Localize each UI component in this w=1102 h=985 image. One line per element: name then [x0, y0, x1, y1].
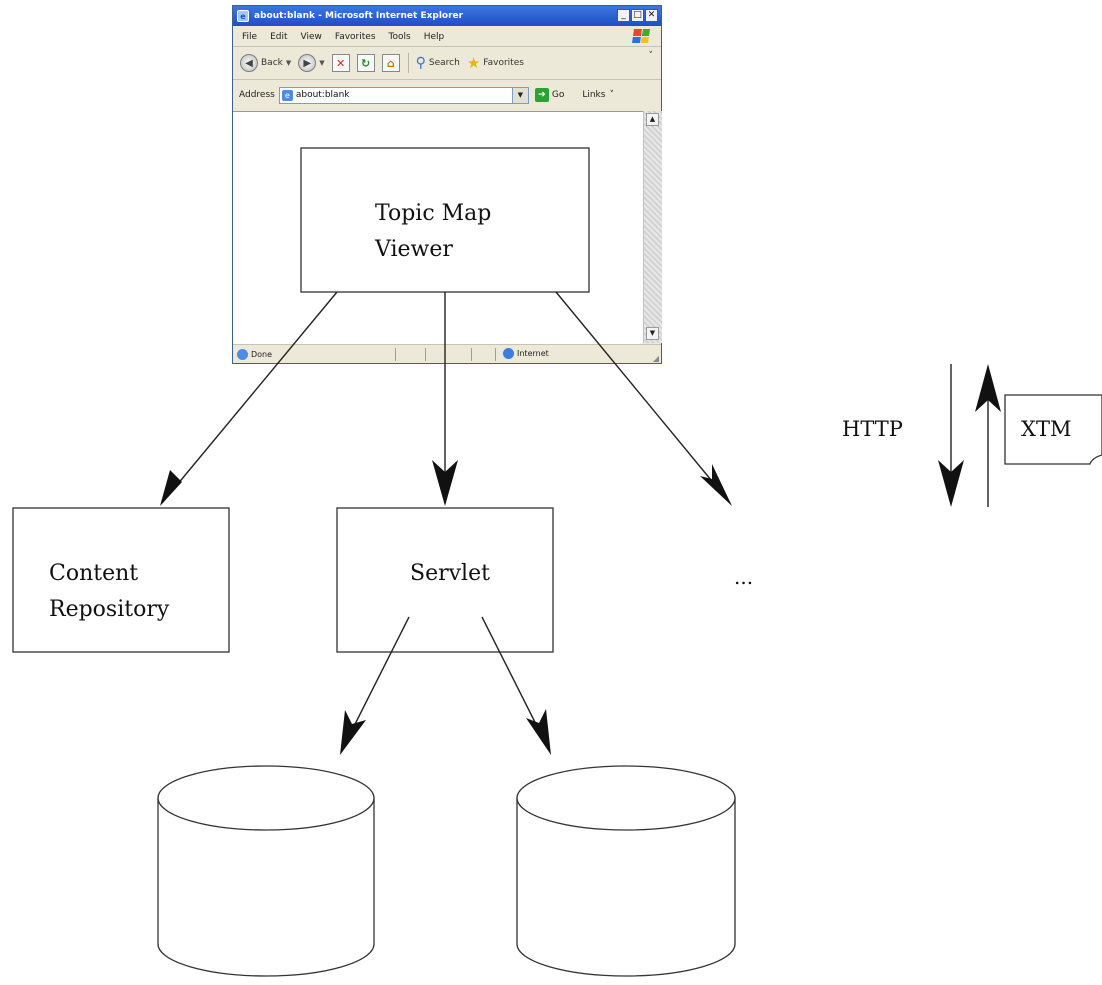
- repository-label-line-2: Repository: [49, 597, 170, 622]
- arrow-viewer-to-other: [555, 291, 731, 504]
- topic-map-viewer-box: [300, 147, 590, 293]
- toolbar-separator: [407, 53, 409, 73]
- stop-button[interactable]: ✕: [331, 54, 350, 72]
- browser-menu-bar: File Edit View Favorites Tools Help: [233, 27, 661, 47]
- ellipsis-label: ...: [734, 565, 754, 589]
- forward-arrow-icon: ▶: [298, 54, 317, 72]
- arrowhead-servlet: [432, 460, 458, 506]
- browser-status-bar: Done Internet ◢: [233, 344, 661, 364]
- refresh-button[interactable]: ↻: [356, 54, 375, 72]
- xtm-arrowhead-up: [975, 364, 1001, 412]
- go-button[interactable]: ➔ Go: [534, 88, 565, 102]
- globe-icon: [503, 348, 514, 359]
- stop-icon: ✕: [331, 54, 350, 72]
- resize-grip-icon[interactable]: ◢: [652, 354, 659, 363]
- address-label: Address: [239, 90, 275, 100]
- topic-map-viewer-label: Topic Map Viewer: [375, 196, 491, 268]
- servlet-box: [336, 507, 554, 653]
- database-cylinder-right: [516, 765, 736, 977]
- status-separator: [395, 348, 396, 361]
- back-button[interactable]: ◀ Back ▼: [240, 54, 291, 72]
- go-arrow-icon: ➔: [534, 88, 549, 102]
- chevron-down-icon: ˅: [609, 90, 614, 100]
- star-icon: ★: [466, 54, 481, 72]
- close-icon[interactable]: ✕: [645, 9, 658, 22]
- home-button[interactable]: ⌂: [381, 54, 400, 72]
- browser-title-bar: e about:blank - Microsoft Internet Explo…: [233, 6, 661, 26]
- page-status-icon: [237, 349, 248, 360]
- links-button[interactable]: Links: [582, 90, 606, 100]
- minimize-icon[interactable]: _: [617, 9, 630, 22]
- content-repository-label: Content Repository: [49, 556, 169, 628]
- go-label: Go: [551, 90, 565, 100]
- ie-app-icon: e: [237, 10, 249, 22]
- scroll-down-icon[interactable]: ▼: [646, 327, 659, 340]
- maximize-icon[interactable]: □: [631, 9, 644, 22]
- menu-tools[interactable]: Tools: [388, 31, 411, 42]
- chevron-down-icon: ▼: [285, 59, 292, 67]
- arrowhead-db-left: [340, 710, 366, 755]
- browser-toolbar: ◀ Back ▼ ▶ ▼ ✕ ↻ ⌂ ⚲ Search ★: [233, 47, 661, 80]
- menu-file[interactable]: File: [242, 31, 258, 42]
- search-button[interactable]: ⚲ Search: [416, 55, 460, 71]
- scroll-up-icon[interactable]: ▲: [646, 113, 659, 126]
- menu-help[interactable]: Help: [423, 31, 445, 42]
- servlet-label: Servlet: [410, 561, 490, 586]
- favorites-button[interactable]: ★ Favorites: [467, 54, 524, 72]
- page-icon: e: [281, 89, 293, 101]
- address-input[interactable]: e about:blank ▼: [278, 86, 529, 104]
- status-separator: [495, 348, 496, 361]
- zone-text: Internet: [517, 349, 549, 358]
- menu-edit[interactable]: Edit: [270, 31, 288, 42]
- arrowhead-repository: [160, 470, 182, 506]
- content-repository-box: [12, 507, 230, 653]
- search-label: Search: [428, 58, 460, 68]
- browser-title: about:blank - Microsoft Internet Explore…: [254, 11, 464, 21]
- address-value: about:blank: [295, 90, 350, 100]
- address-bar: Address e about:blank ▼ ➔ Go Links ˅: [233, 80, 661, 110]
- arrow-viewer-to-repository: [161, 291, 338, 504]
- back-arrow-icon: ◀: [240, 54, 258, 72]
- refresh-icon: ↻: [356, 54, 375, 72]
- status-separator: [471, 348, 472, 361]
- favorites-label: Favorites: [483, 58, 524, 68]
- repository-label-line-1: Content: [49, 561, 139, 586]
- xtm-label: XTM: [1021, 417, 1072, 441]
- menu-view[interactable]: View: [300, 31, 322, 42]
- back-label: Back: [261, 58, 283, 68]
- chevron-down-icon: ▼: [319, 59, 325, 67]
- arrowhead-db-right: [526, 709, 551, 755]
- forward-button[interactable]: ▶ ▼: [298, 54, 325, 72]
- viewer-label-line-2: Viewer: [375, 237, 453, 262]
- status-separator: [425, 348, 426, 361]
- status-text: Done: [251, 350, 273, 359]
- search-icon: ⚲: [415, 55, 426, 71]
- menu-favorites[interactable]: Favorites: [334, 31, 376, 42]
- chevron-down-icon[interactable]: ▼: [511, 87, 528, 103]
- window-controls: _ □ ✕: [617, 9, 658, 22]
- http-label: HTTP: [842, 417, 903, 441]
- arrowhead-other: [700, 464, 732, 506]
- home-icon: ⌂: [381, 54, 400, 72]
- security-zone: Internet: [503, 348, 549, 359]
- vertical-scrollbar[interactable]: ▲ ▼: [643, 111, 662, 343]
- http-arrowhead-down: [938, 460, 964, 507]
- chevron-down-icon[interactable]: ˅: [648, 51, 654, 61]
- viewer-label-line-1: Topic Map: [375, 201, 492, 226]
- database-cylinder-left: [157, 765, 375, 977]
